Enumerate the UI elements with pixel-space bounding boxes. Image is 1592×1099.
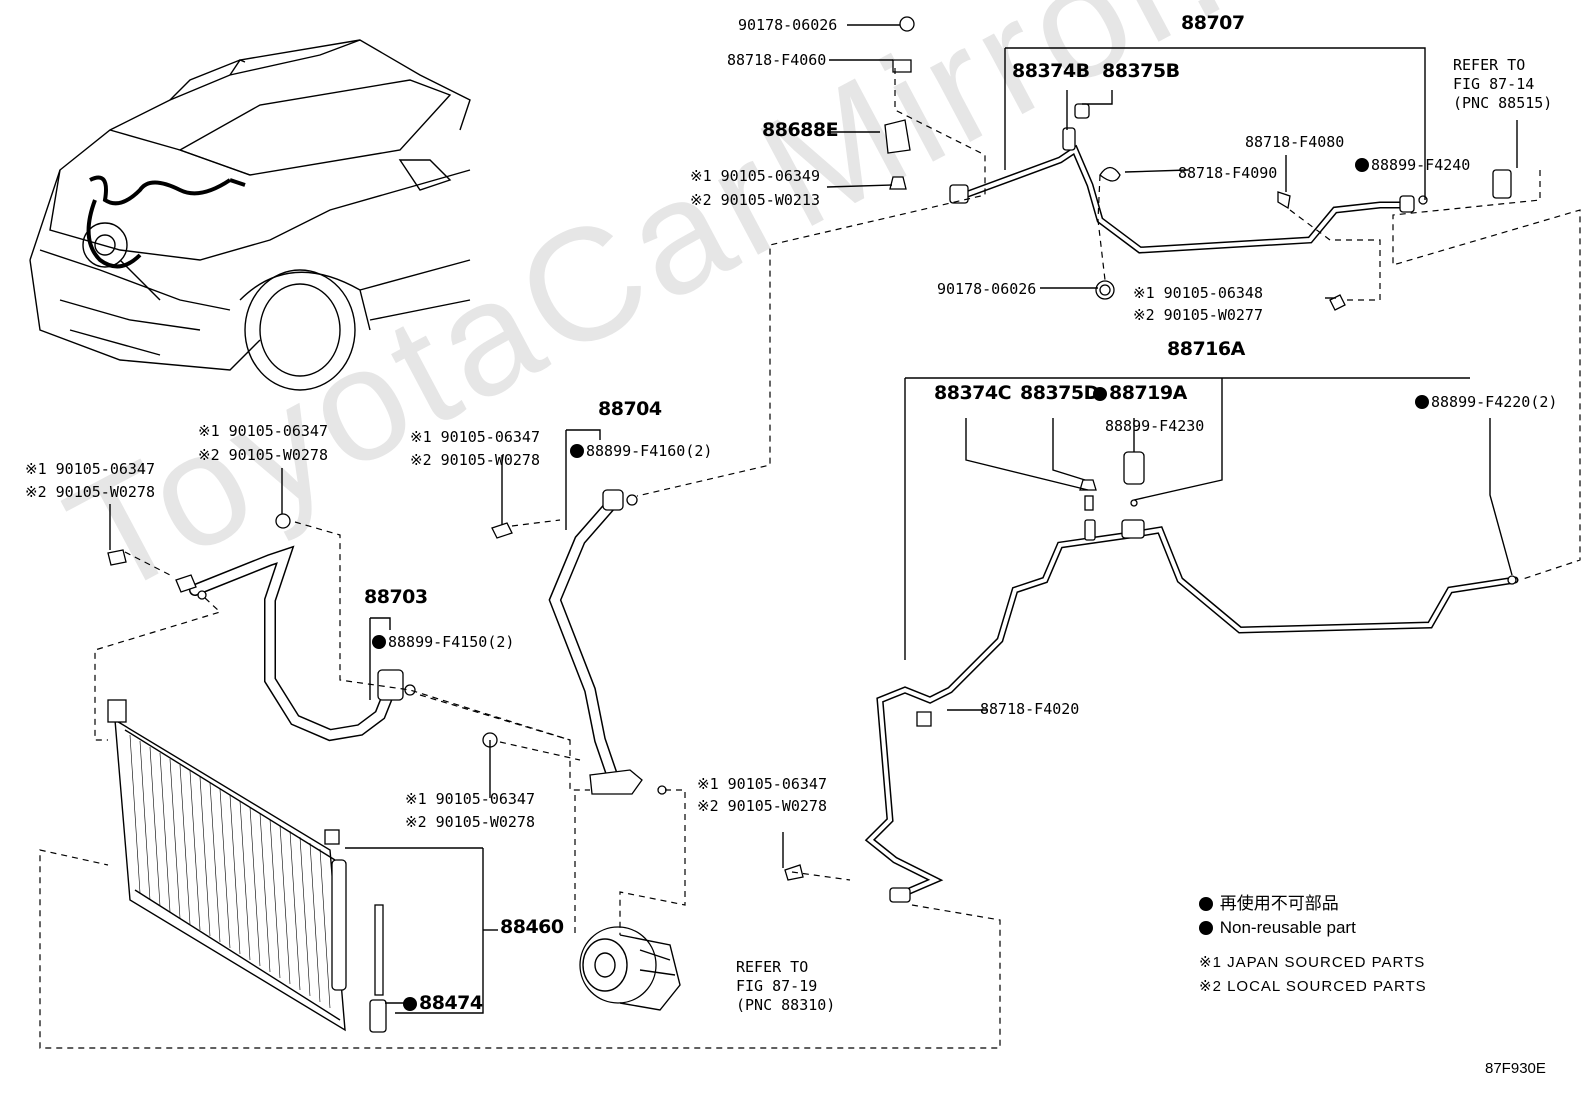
- part-label-90105-W0213[interactable]: ※2 90105-W0213: [690, 191, 820, 209]
- nonreusable-dot-icon: [403, 997, 417, 1011]
- assembly-label-88716A[interactable]: 88716A: [1167, 338, 1245, 360]
- part-label-left-bolt-2[interactable]: ※2 90105-W0278: [25, 483, 155, 501]
- part-label-88718-F4080[interactable]: 88718-F4080: [1245, 133, 1345, 151]
- condenser-88460: [107, 699, 387, 1033]
- legend-nonreusable-en: Non-reusable part: [1199, 919, 1356, 937]
- part-label-90178-06026-top[interactable]: 90178-06026: [738, 16, 838, 34]
- leader-lines: [109, 24, 1518, 1014]
- part-label-88374B[interactable]: 88374B: [1012, 60, 1090, 82]
- part-label-88899-F4240[interactable]: 88899-F4240: [1355, 156, 1470, 174]
- part-label-condenser-bolt-2[interactable]: ※2 90105-W0278: [405, 813, 535, 831]
- assembly-label-88460[interactable]: 88460: [500, 916, 564, 938]
- nonreusable-dot-icon: [570, 444, 584, 458]
- part-label-88718-F4090[interactable]: 88718-F4090: [1178, 164, 1278, 182]
- assembly-label-88707[interactable]: 88707: [1181, 12, 1245, 34]
- part-label-90105-06348[interactable]: ※1 90105-06348: [1133, 284, 1263, 302]
- nonreusable-dot-icon: [1355, 158, 1369, 172]
- nonreusable-dot-icon: [1199, 897, 1213, 911]
- part-label-left-bolt-1[interactable]: ※1 90105-06347: [25, 460, 155, 478]
- part-label-lower-bolt-1[interactable]: ※1 90105-06347: [697, 775, 827, 793]
- pipe-88716A: [864, 451, 1519, 903]
- compressor-illustration: [579, 926, 681, 1011]
- part-label-88718-F4020[interactable]: 88718-F4020: [980, 700, 1080, 718]
- part-label-88374C[interactable]: 88374C: [934, 382, 1012, 404]
- figure-id: 87F930E: [1485, 1060, 1546, 1077]
- reference-fig-87-14[interactable]: REFER TO FIG 87-14 (PNC 88515): [1453, 56, 1553, 112]
- hose-88704: [491, 489, 667, 795]
- part-label-88688E[interactable]: 88688E: [762, 119, 839, 141]
- assembly-label-88704[interactable]: 88704: [598, 398, 662, 420]
- part-label-88474[interactable]: 88474: [403, 994, 483, 1013]
- part-label-88718-F4060[interactable]: 88718-F4060: [727, 51, 827, 69]
- part-label-88899-F4220[interactable]: 88899-F4220(2): [1415, 393, 1557, 411]
- part-label-lower-bolt-2[interactable]: ※2 90105-W0278: [697, 797, 827, 815]
- part-label-condenser-bolt-1[interactable]: ※1 90105-06347: [405, 790, 535, 808]
- part-label-88899-F4150[interactable]: 88899-F4150(2): [372, 633, 514, 651]
- part-label-90178-06026-mid[interactable]: 90178-06026: [937, 280, 1037, 298]
- part-label-88704-bolt-2[interactable]: ※2 90105-W0278: [410, 451, 540, 469]
- legend-nonreusable-jp: 再使用不可部品: [1199, 895, 1339, 913]
- bracket-88688E: [884, 16, 915, 190]
- part-label-88375D[interactable]: 88375D: [1020, 382, 1099, 404]
- legend-local-sourced: ※2 LOCAL SOURCED PARTS: [1199, 978, 1427, 995]
- nonreusable-dot-icon: [372, 635, 386, 649]
- part-label-90105-W0277[interactable]: ※2 90105-W0277: [1133, 306, 1263, 324]
- part-label-90105-06349[interactable]: ※1 90105-06349: [690, 167, 820, 185]
- part-label-88703-bolt-2[interactable]: ※2 90105-W0278: [198, 446, 328, 464]
- part-label-88704-bolt-1[interactable]: ※1 90105-06347: [410, 428, 540, 446]
- reference-fig-87-19[interactable]: REFER TO FIG 87-19 (PNC 88310): [736, 958, 836, 1014]
- part-label-88375B[interactable]: 88375B: [1102, 60, 1180, 82]
- part-label-88899-F4160[interactable]: 88899-F4160(2): [570, 442, 712, 460]
- nonreusable-dot-icon: [1093, 387, 1107, 401]
- dashed-lines: [39, 68, 1581, 1049]
- vehicle-illustration: [29, 39, 471, 391]
- part-label-88899-F4230[interactable]: 88899-F4230: [1105, 417, 1205, 435]
- nonreusable-dot-icon: [1415, 395, 1429, 409]
- legend-japan-sourced: ※1 JAPAN SOURCED PARTS: [1199, 954, 1426, 971]
- part-label-88703-bolt-1[interactable]: ※1 90105-06347: [198, 422, 328, 440]
- assembly-label-88703[interactable]: 88703: [364, 586, 428, 608]
- hose-88703: [107, 513, 804, 881]
- nonreusable-dot-icon: [1199, 921, 1213, 935]
- part-label-88719A[interactable]: 88719A: [1093, 384, 1187, 403]
- pipe-88707: [949, 103, 1512, 311]
